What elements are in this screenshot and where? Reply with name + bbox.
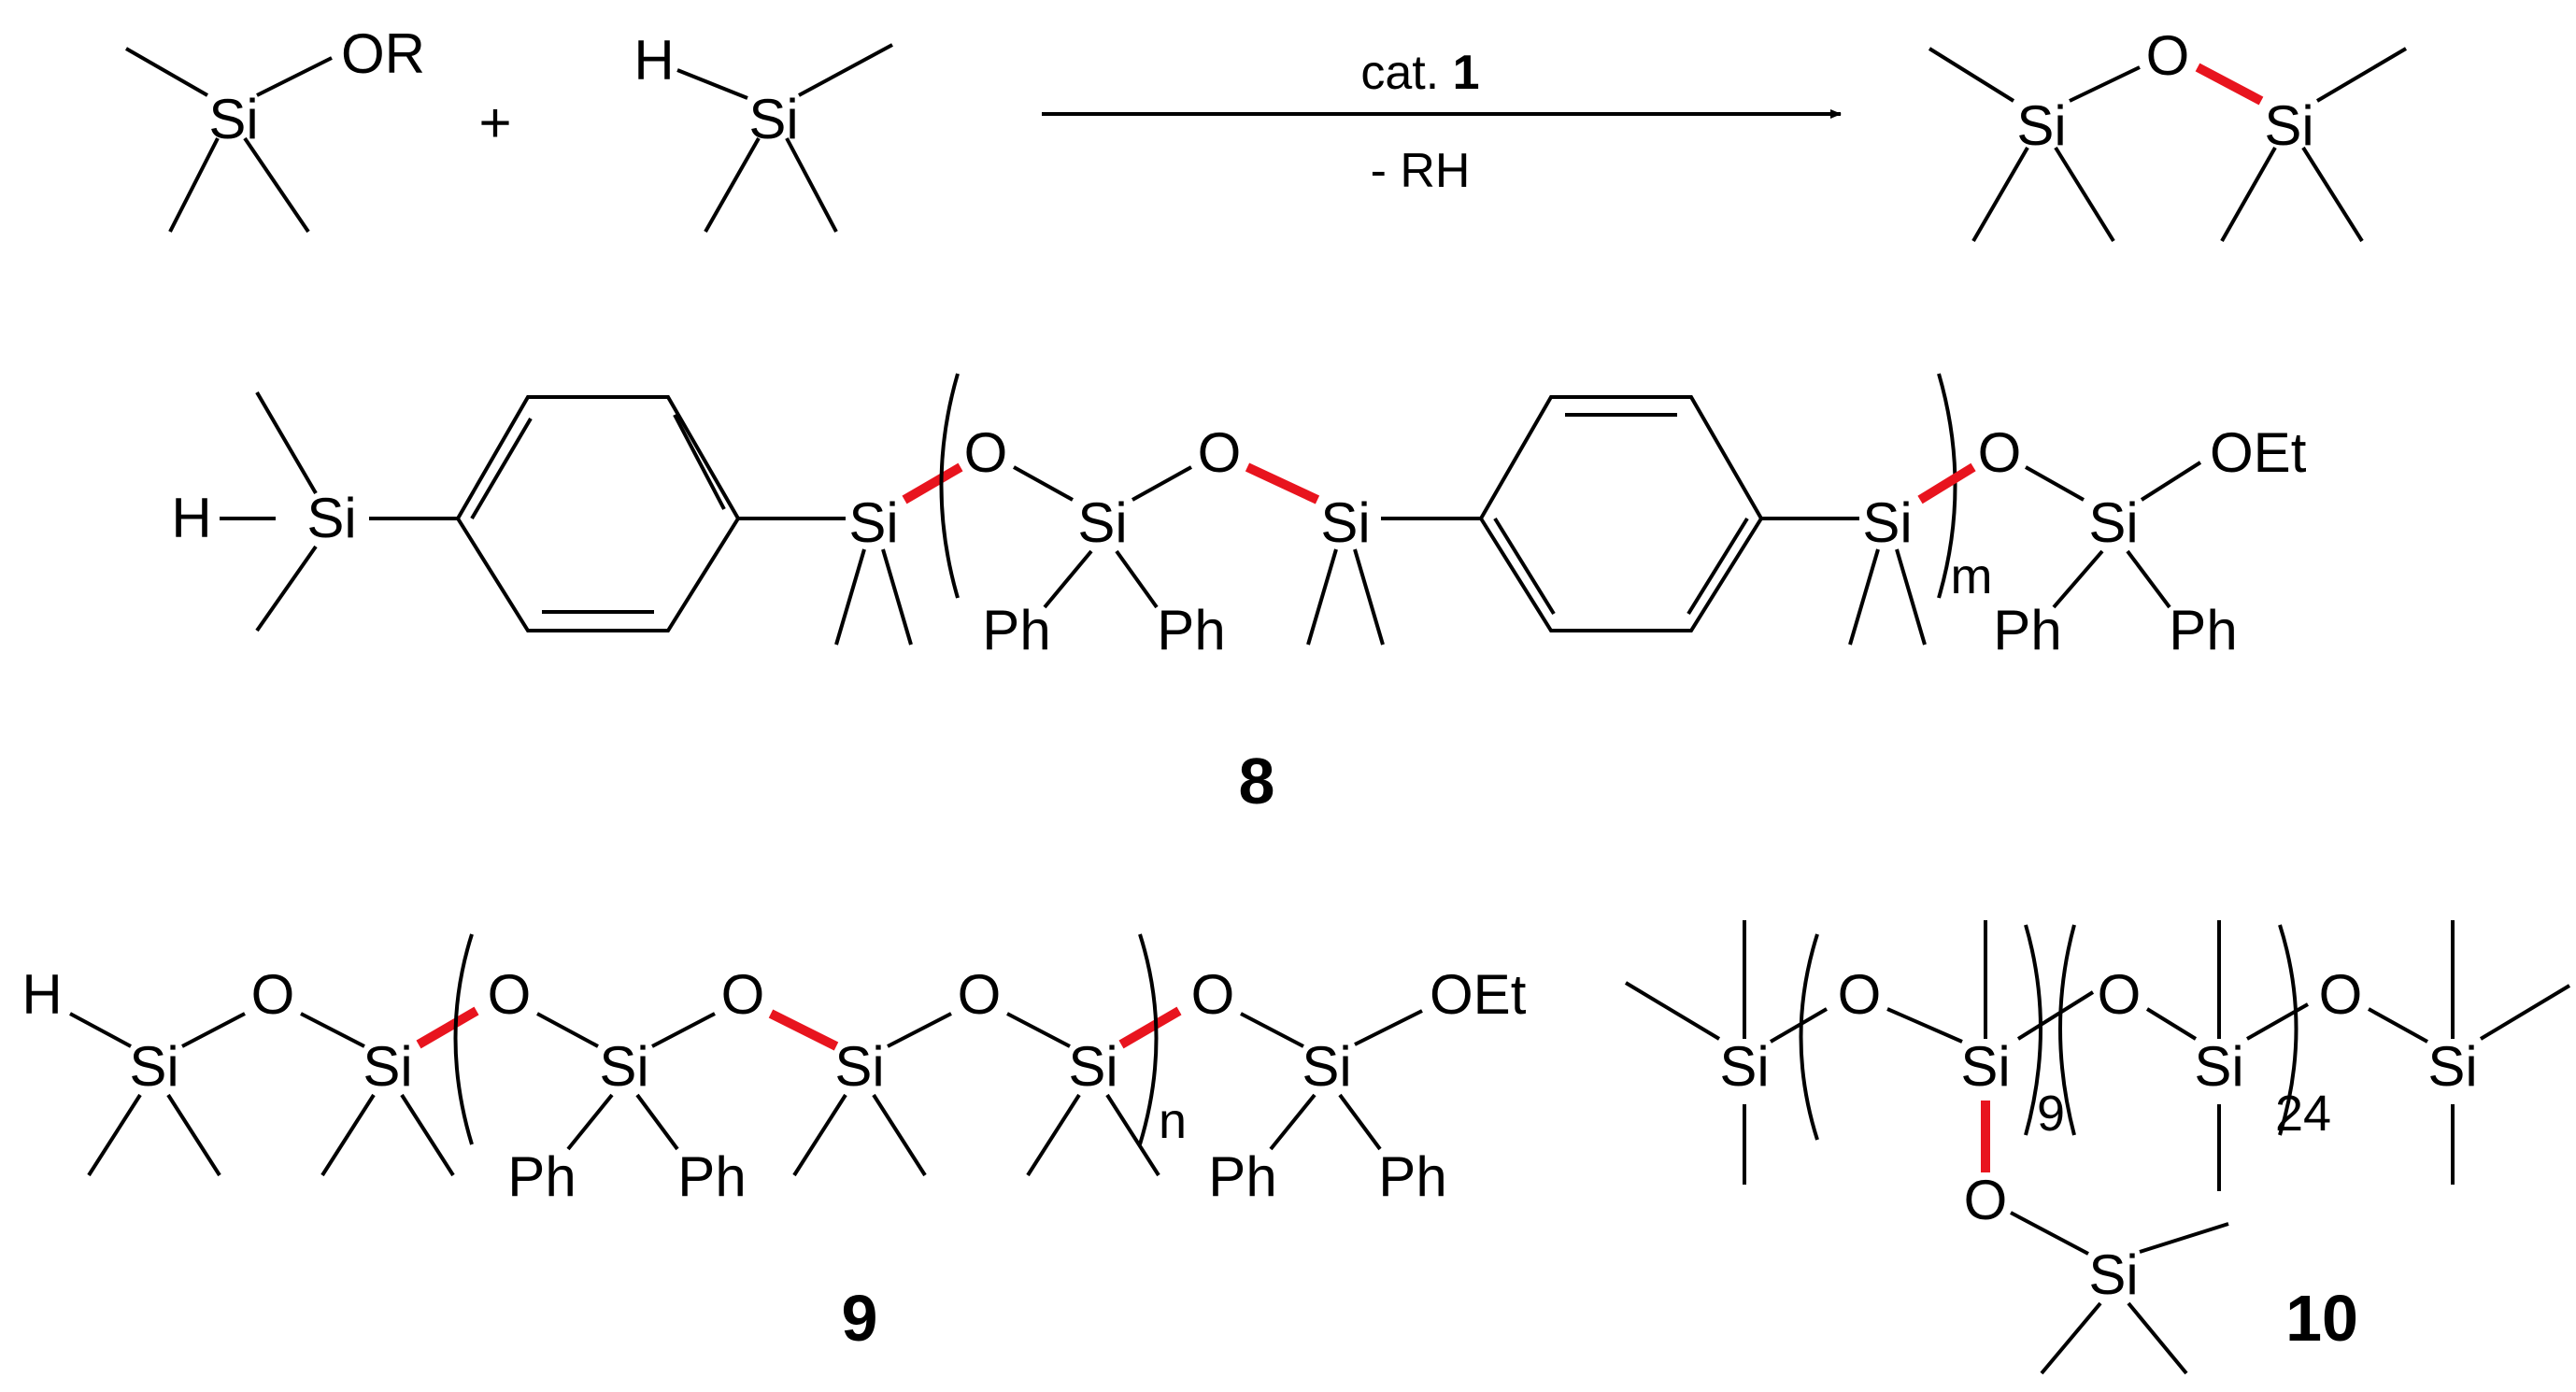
- si-atom-label: Si: [306, 487, 356, 549]
- si-atom-label: Si: [1068, 1035, 1117, 1098]
- o-atom-label: O: [2098, 963, 2142, 1026]
- plus-sign: +: [478, 92, 511, 154]
- si-atom-label: Si: [1960, 1035, 2010, 1098]
- reactant-hydrosilane: H Si: [633, 29, 893, 233]
- byproduct-label: - RH: [1371, 144, 1471, 198]
- si-atom-label: Si: [2427, 1035, 2477, 1098]
- si-atom-label: Si: [599, 1035, 648, 1098]
- new-si-o-bond: [1118, 1006, 1182, 1049]
- h-atom-label: H: [21, 963, 62, 1026]
- si-atom-label: Si: [208, 88, 258, 150]
- compound-number-10: 10: [2285, 1282, 2358, 1355]
- new-si-o-bond: [768, 1009, 839, 1051]
- repeat-unit-9: 9: [2037, 1086, 2065, 1142]
- ph-group-label: Ph: [982, 599, 1050, 661]
- si-atom-label: Si: [834, 1035, 884, 1098]
- o-atom-label: O: [251, 963, 295, 1026]
- o-atom-label: O: [1978, 421, 2022, 484]
- o-atom-label: O: [721, 963, 765, 1026]
- compound-number-9: 9: [842, 1282, 878, 1355]
- ph-group-label: Ph: [507, 1145, 576, 1208]
- new-si-o-bond: [902, 462, 963, 504]
- compound-number-8: 8: [1239, 745, 1275, 817]
- si-atom-label: Si: [2194, 1035, 2243, 1098]
- ph-group-label: Ph: [677, 1145, 746, 1208]
- si-atom-label: Si: [363, 1035, 412, 1098]
- new-si-o-bond: [2195, 63, 2264, 106]
- si-atom-label: Si: [1719, 1035, 1769, 1098]
- compound-10: Si O Si 9 O Si O Si 24 O Si: [1624, 920, 2571, 1375]
- o-atom-label: O: [1191, 963, 1235, 1026]
- ph-group-label: Ph: [2169, 599, 2237, 661]
- o-atom-label: O: [958, 963, 1002, 1026]
- si-atom-label: Si: [2016, 94, 2066, 157]
- or-group-label: OR: [341, 22, 425, 85]
- oet-group-label: OEt: [1430, 963, 1527, 1026]
- new-si-o-bond: [416, 1006, 479, 1049]
- si-atom-label: Si: [1320, 491, 1370, 554]
- h-atom-label: H: [171, 487, 211, 549]
- si-atom-label: Si: [848, 491, 898, 554]
- si-atom-label: Si: [1077, 491, 1127, 554]
- o-atom-label: O: [488, 963, 532, 1026]
- si-atom-label: Si: [129, 1035, 178, 1098]
- new-si-o-bond: [1917, 462, 1976, 504]
- si-atom-label: Si: [1302, 1035, 1351, 1098]
- reactant-alkoxysilane: Si OR: [125, 22, 425, 234]
- oet-group-label: OEt: [2210, 421, 2307, 484]
- repeat-unit-24: 24: [2275, 1086, 2331, 1142]
- si-atom-label: Si: [1862, 491, 1912, 554]
- h-atom-label: H: [633, 29, 674, 92]
- new-si-o-bond: [1245, 462, 1320, 504]
- product-disiloxane: Si O Si: [1928, 24, 2408, 243]
- o-atom-label: O: [1964, 1169, 2008, 1231]
- catalyst-label: cat. 1: [1360, 46, 1479, 100]
- o-atom-label: O: [2319, 963, 2363, 1026]
- si-atom-label: Si: [2264, 94, 2313, 157]
- compound-8: H Si Si O Si Ph Ph O Si: [171, 373, 2307, 661]
- repeat-unit-m: m: [1951, 548, 1993, 604]
- repeat-unit-n: n: [1159, 1093, 1187, 1149]
- compound-9: H Si O Si O Si Ph Ph O Si O Si n O: [21, 933, 1527, 1208]
- o-atom-label: O: [2146, 24, 2190, 87]
- ph-group-label: Ph: [1157, 599, 1225, 661]
- ph-group-label: Ph: [1208, 1145, 1276, 1208]
- ph-group-label: Ph: [1993, 599, 2061, 661]
- si-atom-label: Si: [2088, 1243, 2138, 1306]
- ph-group-label: Ph: [1378, 1145, 1446, 1208]
- o-atom-label: O: [964, 421, 1008, 484]
- o-atom-label: O: [1838, 963, 1882, 1026]
- reaction-arrow: cat. 1 - RH: [1042, 46, 1842, 198]
- o-atom-label: O: [1198, 421, 1242, 484]
- si-atom-label: Si: [2088, 491, 2138, 554]
